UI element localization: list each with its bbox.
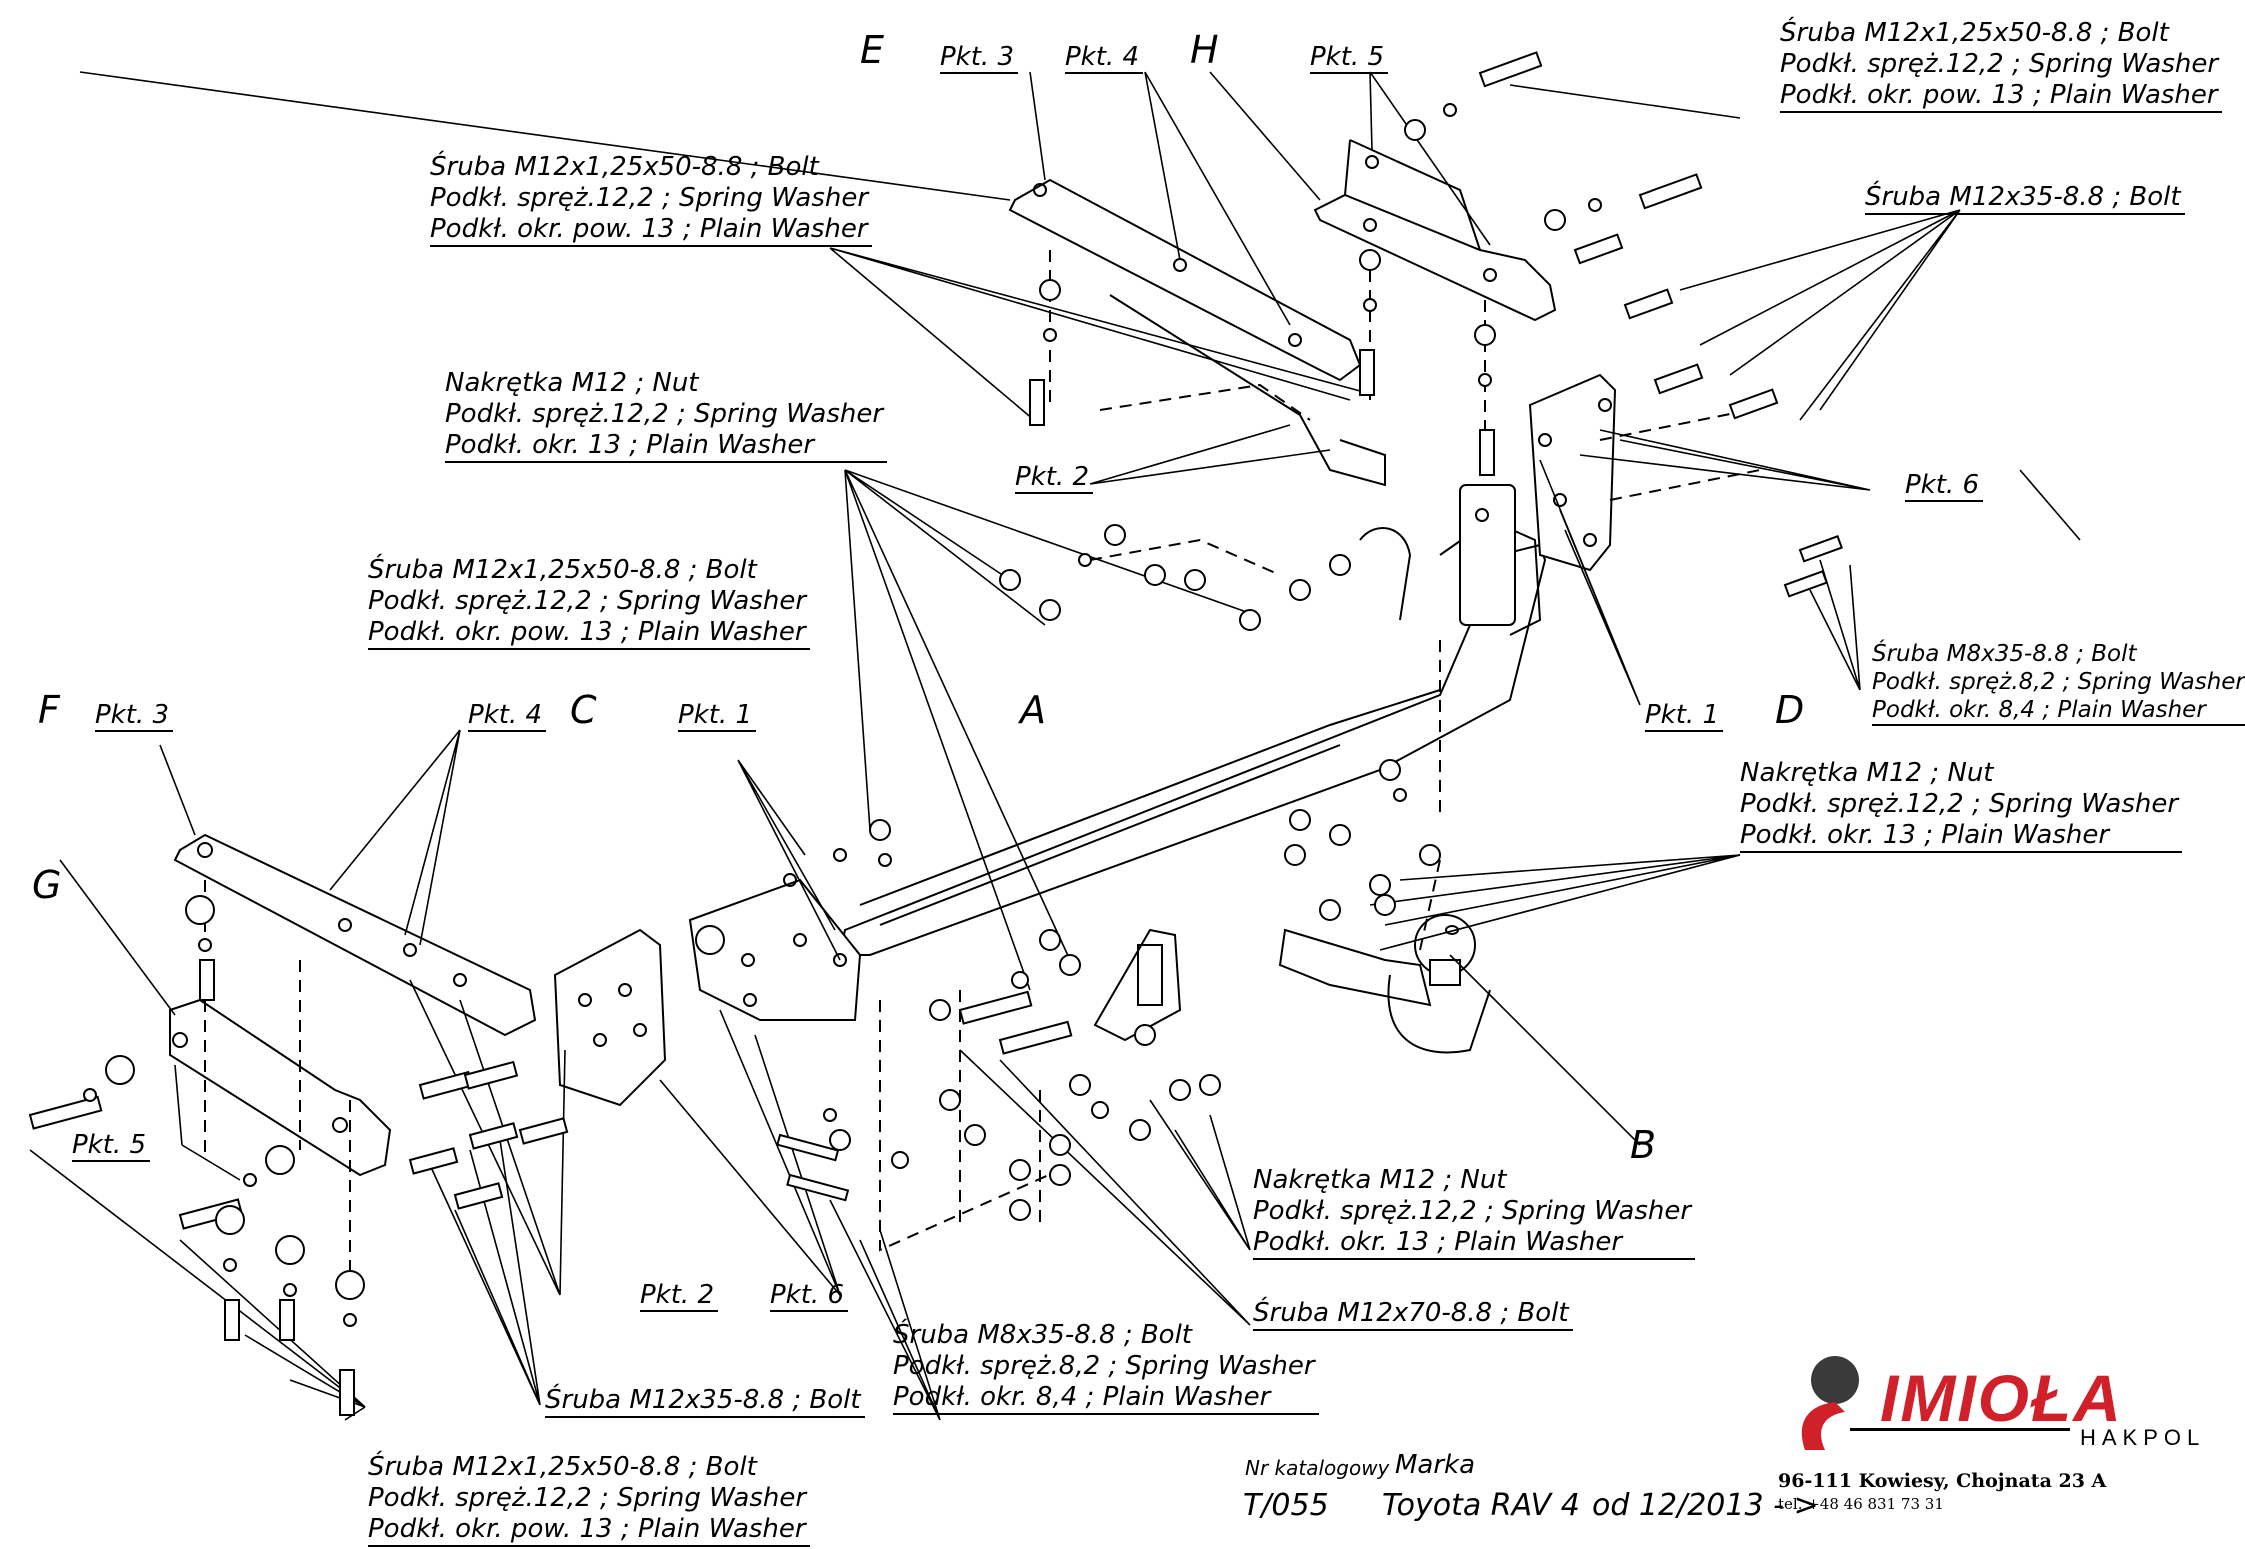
socket-plate xyxy=(1093,928,1182,1042)
brand-label: Marka xyxy=(1395,1450,1476,1480)
pkt2-top: Pkt. 2 xyxy=(1015,462,1094,494)
callout-bolt-m12x35-top: Śruba M12x35-8.8 ; Bolt xyxy=(1865,182,2185,215)
catalog-number: T/055 xyxy=(1243,1488,1329,1523)
company-phone: tel. +48 46 831 73 31 xyxy=(1778,1495,1944,1513)
callout-bolt-m12x70: Śruba M12x70-8.8 ; Bolt xyxy=(1253,1298,1573,1331)
pkt5-top: Pkt. 5 xyxy=(1310,42,1389,74)
letter-b: B xyxy=(1630,1123,1657,1167)
letter-e: E xyxy=(860,28,885,72)
assembly-lines xyxy=(204,250,1761,1270)
callout-bottom-left: Śruba M12x1,25x50-8.8 ; Bolt Podkł. sprę… xyxy=(368,1452,811,1547)
callout-m8-right: Śruba M8x35-8.8 ; Bolt Podkł. spręż.8,2 … xyxy=(1872,640,2245,726)
callout-top-right: Śruba M12x1,25x50-8.8 ; Bolt Podkł. sprę… xyxy=(1780,18,2223,113)
callout-m8-bottom: Śruba M8x35-8.8 ; Bolt Podkł. spręż.8,2 … xyxy=(893,1320,1319,1415)
pkt4-top: Pkt. 4 xyxy=(1065,42,1144,74)
towball-b xyxy=(1278,914,1491,1054)
pkt6-bottom: Pkt. 6 xyxy=(770,1280,849,1312)
pkt1-left: Pkt. 1 xyxy=(678,700,757,732)
letter-g: G xyxy=(32,863,62,907)
bracket-d xyxy=(1528,373,1617,572)
crossbar-a xyxy=(838,484,1547,956)
letter-d: D xyxy=(1775,688,1805,732)
logo-underline xyxy=(1850,1428,2070,1431)
callout-top-left: Śruba M12x1,25x50-8.8 ; Bolt Podkł. sprę… xyxy=(430,152,873,247)
leader-lines xyxy=(29,71,2081,1421)
callout-nut-bottom: Nakrętka M12 ; Nut Podkł. spręż.12,2 ; S… xyxy=(1253,1165,1696,1260)
letter-c: C xyxy=(570,688,597,732)
pkt1-right: Pkt. 1 xyxy=(1645,700,1724,732)
date-range: od 12/2013 - > xyxy=(1592,1488,1819,1523)
letter-a: A xyxy=(1020,688,1046,732)
company-address: 96-111 Kowiesy, Chojnata 23 A xyxy=(1778,1470,2107,1492)
plate-f xyxy=(173,833,537,1037)
plate-e xyxy=(1008,178,1386,487)
fasteners xyxy=(28,51,1843,1416)
logo-name: IMIOŁA xyxy=(1880,1361,2123,1435)
plate-h xyxy=(1313,139,1557,322)
logo-sub: HAKPOL xyxy=(2080,1425,2206,1450)
callout-left-bolt: Śruba M12x1,25x50-8.8 ; Bolt Podkł. sprę… xyxy=(368,555,811,650)
logo-ball-icon xyxy=(1801,1356,1859,1450)
letter-h: H xyxy=(1190,28,1219,72)
catalog-label: Nr katalogowy xyxy=(1245,1456,1390,1480)
pkt3-left: Pkt. 3 xyxy=(95,700,174,732)
pkt2-bottom: Pkt. 2 xyxy=(640,1280,719,1312)
pkt6-right: Pkt. 6 xyxy=(1905,470,1984,502)
pkt4-left: Pkt. 4 xyxy=(468,700,547,732)
callout-bolt-m12x35-bottom: Śruba M12x35-8.8 ; Bolt xyxy=(545,1385,865,1418)
letter-f: F xyxy=(38,688,60,732)
callout-nut-right: Nakrętka M12 ; Nut Podkł. spręż.12,2 ; S… xyxy=(1740,758,2183,853)
pkt5-left: Pkt. 5 xyxy=(72,1130,151,1162)
car-model: Toyota RAV 4 xyxy=(1382,1488,1580,1523)
pkt3-top: Pkt. 3 xyxy=(940,42,1019,74)
plate-g xyxy=(169,998,392,1177)
callout-nut-top: Nakrętka M12 ; Nut Podkł. spręż.12,2 ; S… xyxy=(445,368,888,463)
